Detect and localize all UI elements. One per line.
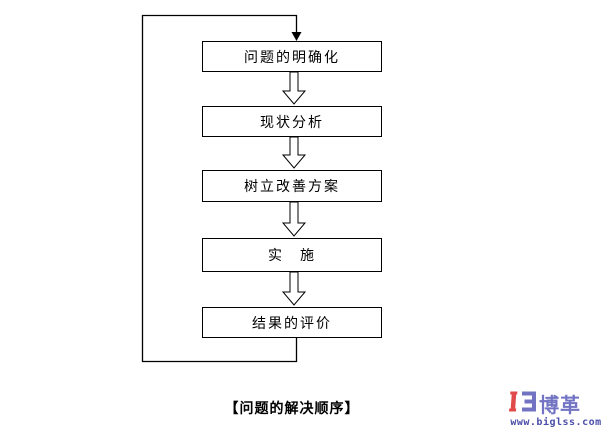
flow-step-label: 问题的明确化 (244, 49, 340, 66)
boge-logo-icon (508, 391, 536, 412)
flow-step-implementation: 实 施 (202, 238, 382, 272)
flow-step-label: 实 施 (268, 248, 316, 264)
flow-step-result-evaluation: 结果的评价 (202, 307, 382, 338)
down-block-arrow-icon (281, 136, 307, 169)
feedback-loop-line (141, 14, 298, 363)
down-block-arrow-icon (281, 201, 307, 237)
boge-logo: 博革 www.biglss.com (500, 388, 612, 432)
flow-step-establish-improvement-plan: 树立改善方案 (202, 170, 382, 202)
down-block-arrow-icon (281, 71, 307, 105)
boge-logo-text: 博革 (539, 393, 581, 417)
flow-step-label: 结果的评价 (252, 315, 332, 332)
flow-step-problem-clarification: 问题的明确化 (202, 41, 382, 72)
loop-arrowhead-icon (291, 32, 302, 41)
flow-step-label: 现状分析 (260, 114, 324, 131)
flow-step-current-state-analysis: 现状分析 (202, 106, 382, 137)
down-block-arrow-icon (281, 271, 307, 306)
boge-logo-url: www.biglss.com (510, 417, 602, 428)
flow-step-label: 树立改善方案 (244, 179, 340, 195)
diagram-caption: 【问题的解决顺序】 (224, 401, 360, 417)
